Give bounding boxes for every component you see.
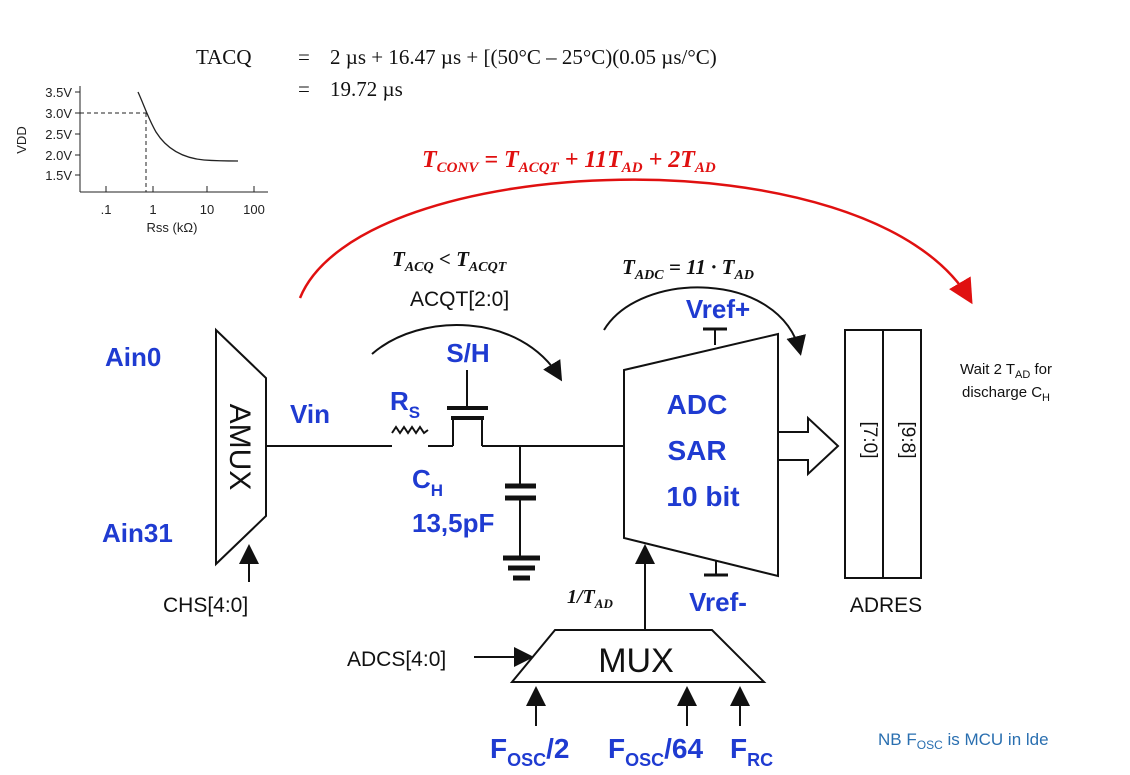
ain31-label: Ain31 bbox=[102, 518, 173, 548]
adcs-label: ADCS[4:0] bbox=[347, 648, 446, 671]
tacq-label: TACQ bbox=[196, 45, 251, 69]
tconv-formula: TCONV = TACQT + 11TAD + 2TAD bbox=[422, 147, 716, 176]
mux-label: MUX bbox=[598, 642, 674, 680]
y-tick-2-0: 2.0V bbox=[45, 148, 72, 163]
adc-sar-block bbox=[623, 332, 779, 578]
acqt-label: ACQT[2:0] bbox=[410, 288, 509, 311]
ch-label: CH bbox=[412, 464, 443, 500]
y-tick-2-5: 2.5V bbox=[45, 127, 72, 142]
frc-label: FRC bbox=[730, 733, 773, 770]
y-tick-3-0: 3.0V bbox=[45, 106, 72, 121]
output-arrow bbox=[777, 415, 840, 477]
wait-line-2: discharge CH bbox=[962, 384, 1050, 404]
ain0-label: Ain0 bbox=[105, 342, 161, 372]
x-axis-title: Rss (kΩ) bbox=[147, 220, 198, 235]
tacq-comparison: TACQ < TACQT bbox=[392, 247, 508, 275]
adc-line-2: SAR bbox=[667, 435, 726, 466]
vdd-curve bbox=[137, 91, 239, 162]
amux-block bbox=[215, 327, 267, 567]
tacq-equation: TACQ = 2 µs + 16.47 µs + [(50°C – 25°C)(… bbox=[196, 45, 717, 101]
rs-label: RS bbox=[390, 386, 420, 422]
chs-label: CHS[4:0] bbox=[163, 594, 248, 617]
y-axis-title: VDD bbox=[14, 126, 29, 153]
vref-minus-label: Vref- bbox=[689, 587, 747, 617]
adc-line-1: ADC bbox=[667, 389, 728, 420]
wait-line-1: Wait 2 TAD for bbox=[960, 361, 1052, 381]
inv-tad-label: 1/TAD bbox=[567, 586, 613, 611]
vin-label: Vin bbox=[290, 399, 330, 429]
tadc-formula: TADC = 11 · TAD bbox=[622, 255, 754, 283]
cap-value-label: 13,5pF bbox=[412, 508, 494, 538]
equation-line-1: 2 µs + 16.47 µs + [(50°C – 25°C)(0.05 µs… bbox=[330, 45, 717, 69]
x-tick-10: 10 bbox=[200, 202, 214, 217]
reg-high-label: [9:8] bbox=[897, 422, 918, 459]
y-tick-3-5: 3.5V bbox=[45, 85, 72, 100]
sh-label: S/H bbox=[446, 338, 489, 368]
equals-2: = bbox=[298, 77, 310, 101]
vref-plus-label: Vref+ bbox=[686, 294, 750, 324]
equals-1: = bbox=[298, 45, 310, 69]
x-tick-1: 1 bbox=[149, 202, 156, 217]
vdd-rss-graph: 3.5V 3.0V 2.5V 2.0V 1.5V .1 1 10 100 Rss… bbox=[14, 85, 268, 235]
reg-low-label: [7:0] bbox=[859, 422, 880, 459]
fosc64-label: FOSC/64 bbox=[608, 733, 703, 770]
x-tick-100: 100 bbox=[243, 202, 265, 217]
nb-note: NB FOSC is MCU in lde bbox=[878, 730, 1049, 752]
tconv-arc bbox=[298, 178, 973, 305]
y-tick-1-5: 1.5V bbox=[45, 168, 72, 183]
amux-label: AMUX bbox=[223, 404, 256, 491]
fosc2-label: FOSC/2 bbox=[490, 733, 569, 770]
adc-line-3: 10 bit bbox=[666, 481, 739, 512]
tadc-arc bbox=[603, 286, 806, 356]
rs-resistor bbox=[391, 425, 429, 435]
adres-label: ADRES bbox=[850, 594, 922, 617]
acqt-arc bbox=[371, 324, 563, 382]
equation-line-2: 19.72 µs bbox=[330, 77, 403, 101]
x-tick-0-1: .1 bbox=[101, 202, 112, 217]
